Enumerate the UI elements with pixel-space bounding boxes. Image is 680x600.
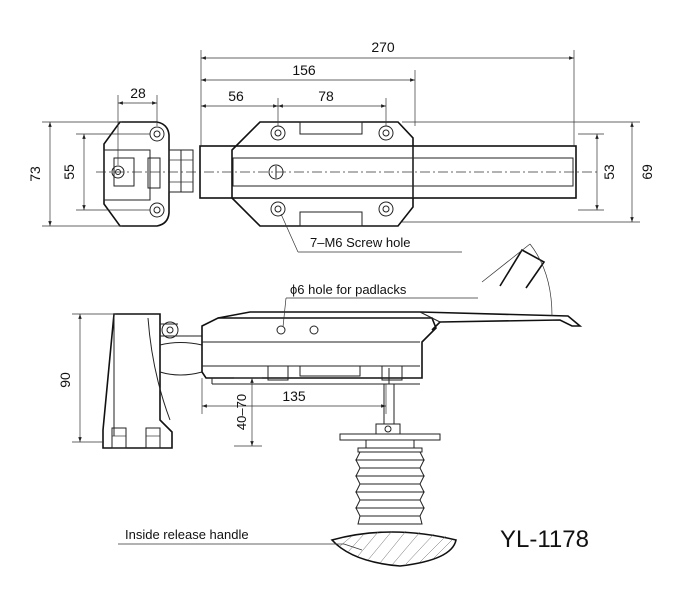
dim-270-label: 270: [371, 39, 395, 55]
screw-hole-label: 7–M6 Screw hole: [310, 235, 410, 250]
dim-135-label: 135: [282, 388, 306, 404]
dim-55: 55: [61, 133, 150, 211]
dim-28: 28: [117, 85, 158, 165]
dim-135: 135: [201, 378, 387, 414]
dim-56-78: 56 78: [201, 88, 387, 126]
release-assembly: [330, 368, 457, 567]
release-label: Inside release handle: [125, 527, 249, 542]
hinge-bracket: [103, 121, 194, 227]
dim-156: 156: [201, 62, 416, 126]
dim-156-label: 156: [292, 62, 316, 78]
dim-69-label: 69: [639, 164, 655, 180]
dim-78-label: 78: [318, 88, 334, 104]
model-label: YL-1178: [500, 526, 589, 553]
padlock-label: ϕ6 hole for padlacks: [290, 282, 407, 297]
dim-53: 53: [578, 133, 617, 211]
dim-28-label: 28: [130, 85, 146, 101]
dim-73: 73: [27, 121, 122, 227]
dim-73-label: 73: [27, 166, 43, 182]
padlock-callout: ϕ6 hole for padlacks: [282, 282, 478, 328]
dim-55-label: 55: [61, 164, 77, 180]
top-view: 270 156 56 78 28 73: [27, 39, 655, 253]
screw-hole-callout: 7–M6 Screw hole: [280, 213, 462, 253]
dim-40-70: 40–70: [234, 377, 262, 447]
side-body: [201, 317, 437, 385]
dim-56-label: 56: [228, 88, 244, 104]
release-callout: Inside release handle: [118, 527, 363, 551]
dim-69: 69: [402, 121, 655, 223]
base-plate: [231, 121, 414, 227]
side-handle: [217, 243, 583, 331]
dim-270: 270: [200, 39, 575, 146]
hinge-block: [102, 313, 203, 449]
dim-40-70-label: 40–70: [234, 394, 249, 430]
dim-90: 90: [57, 313, 116, 443]
dim-53-label: 53: [601, 164, 617, 180]
side-view: 90 135 40–70 ϕ6 hole for padlacks Inside: [57, 243, 583, 567]
dim-90-label: 90: [57, 372, 73, 388]
